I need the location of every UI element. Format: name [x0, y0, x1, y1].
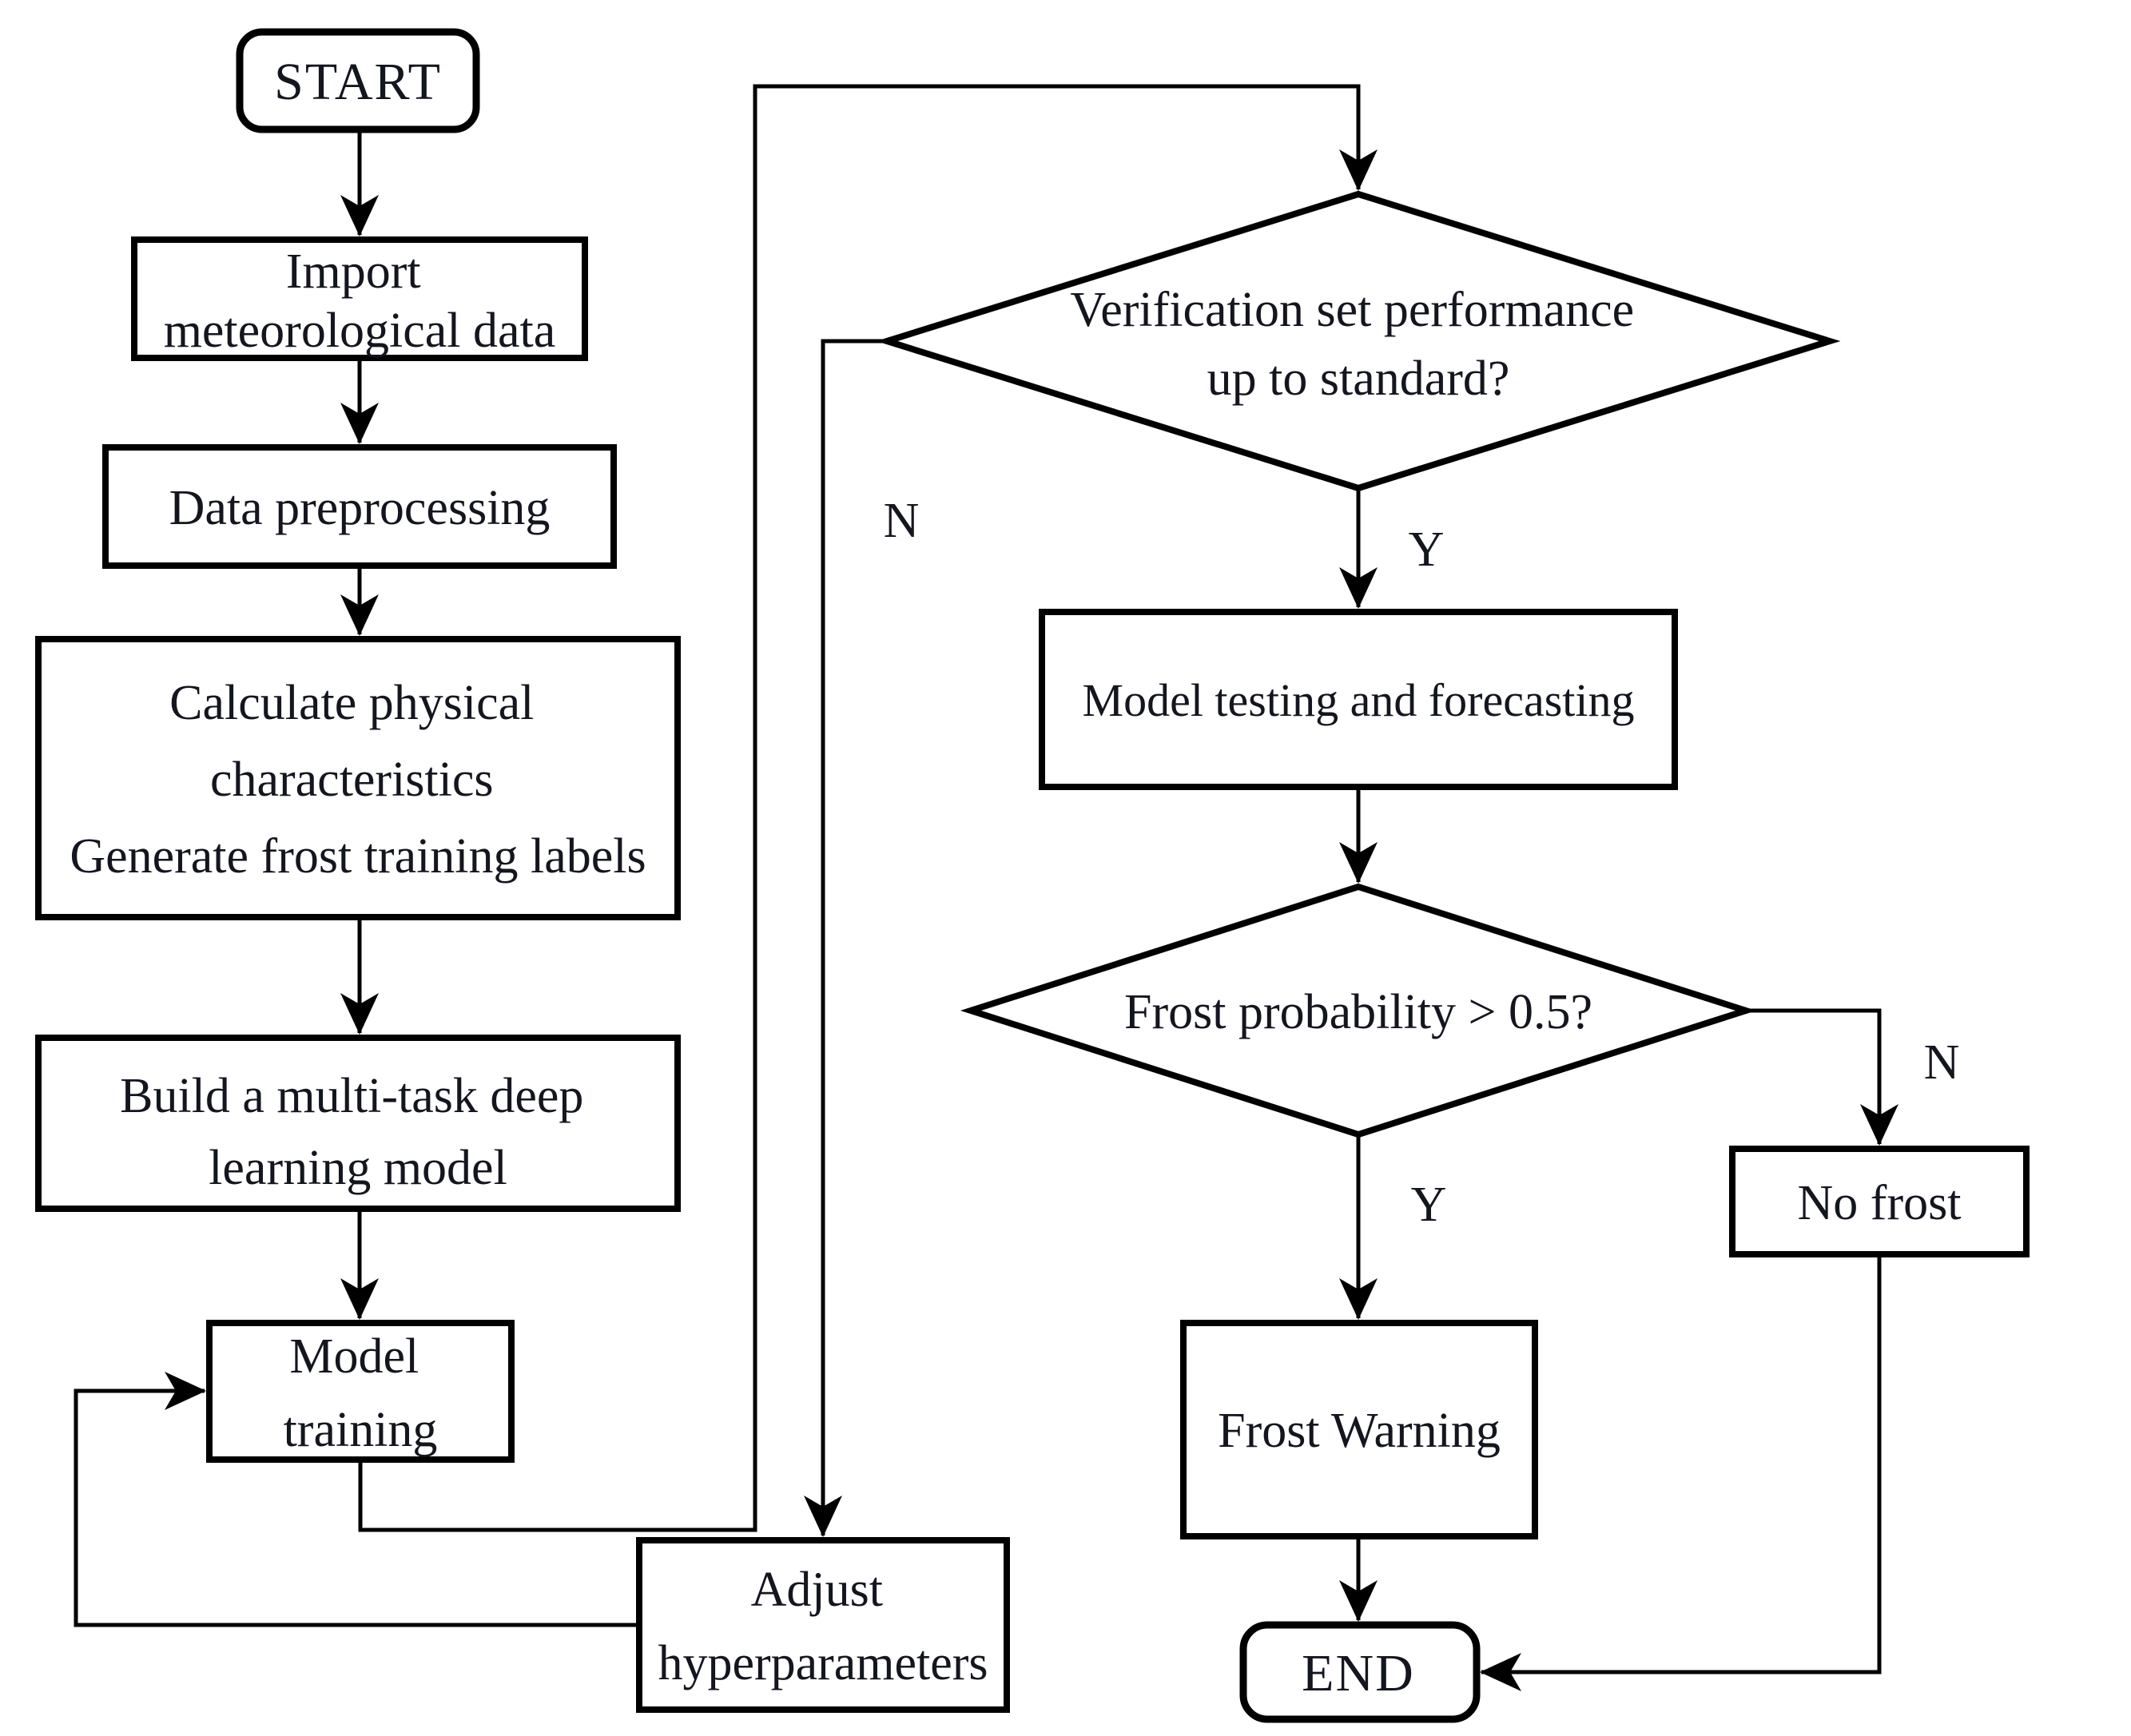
model-training-box	[206, 1320, 515, 1463]
frost-warning-label: Frost Warning	[1218, 1404, 1501, 1458]
edge-training-to-verification	[358, 84, 1378, 1532]
build-model-label: Build a multi-task deep learning model	[120, 1069, 596, 1195]
edge-verification-no-to-adjust	[804, 339, 887, 1537]
frost-warning-box	[1180, 1320, 1538, 1539]
build-model-box	[35, 1035, 681, 1212]
start-label: START	[274, 53, 442, 111]
verification-yes-label: Y	[1409, 522, 1445, 577]
model-testing-label: Model testing and forecasting	[1083, 674, 1635, 726]
calculate-characteristics-label: Calculate physical characteristics Gener…	[70, 676, 646, 884]
no-frost-label: No frost	[1798, 1176, 1962, 1230]
import-data-box	[131, 236, 588, 361]
end-label: END	[1302, 1644, 1415, 1702]
adjust-hyperparameters-box	[636, 1537, 1010, 1713]
data-preprocessing-box	[102, 444, 617, 569]
probability-yes-label: Y	[1411, 1178, 1447, 1232]
frost-probability-decision-diamond	[960, 883, 1757, 1138]
frost-probability-label: Frost probability > 0.5?	[1124, 985, 1592, 1039]
verification-decision-label: Verification set performance up to stand…	[1070, 283, 1646, 406]
start-terminal	[236, 28, 480, 133]
model-testing-box	[1039, 609, 1678, 790]
verification-decision-diamond	[876, 190, 1841, 492]
edge-adjust-to-training-loop	[74, 1372, 639, 1627]
end-terminal	[1239, 1621, 1481, 1723]
edge-nofrost-to-end	[1480, 1254, 1882, 1691]
verification-no-label: N	[884, 494, 920, 548]
no-frost-box	[1729, 1146, 2030, 1257]
import-data-label: Import meteorological data	[164, 244, 556, 358]
calculate-characteristics-box	[35, 636, 681, 920]
adjust-hyperparameters-label: Adjust hyperparameters	[658, 1563, 988, 1690]
model-training-label: Model training	[284, 1329, 438, 1457]
probability-no-label: N	[1924, 1035, 1960, 1090]
data-preprocessing-label: Data preprocessing	[169, 481, 551, 535]
edge-probability-no-to-nofrost	[1746, 1008, 1898, 1146]
